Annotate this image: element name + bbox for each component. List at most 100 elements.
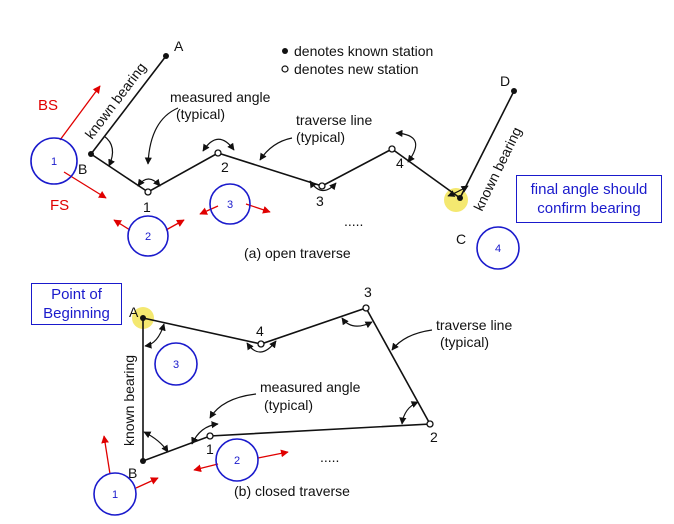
open-station-B xyxy=(88,151,94,157)
open-label-3: 3 xyxy=(316,193,324,209)
open-measured-angle-label: measured angle xyxy=(170,89,271,105)
open-traverse-line-typical: (typical) xyxy=(296,129,345,145)
final-angle-highlight xyxy=(444,188,468,212)
open-step-circle-4-text: 4 xyxy=(495,243,501,255)
open-angle-arc-1 xyxy=(137,178,161,187)
open-station-3 xyxy=(318,182,326,190)
closed-station-B xyxy=(140,458,146,464)
open-traverse-line-label: traverse line xyxy=(296,112,372,128)
closed-label-2: 2 xyxy=(430,429,438,445)
closed-step-circle-1 xyxy=(93,472,137,516)
point-of-beginning-box: Point of Beginning xyxy=(31,283,122,325)
final-angle-note-line-2: confirm bearing xyxy=(537,200,641,217)
fs-label: FS xyxy=(50,197,69,214)
closed-step-circle-2 xyxy=(215,438,259,482)
open-label-A: A xyxy=(174,38,184,54)
open-step-circle-1 xyxy=(30,137,78,185)
closed-station-1 xyxy=(206,432,214,440)
closed-angle-arc-B xyxy=(143,431,169,453)
legend-new-circle xyxy=(281,65,289,73)
open-circle-2-arrow-right xyxy=(165,219,185,231)
closed-angle-arc-4 xyxy=(246,340,277,353)
open-label-B: B xyxy=(78,161,87,177)
open-traverse-line-callout xyxy=(259,137,293,161)
open-traverse-line xyxy=(90,148,393,193)
closed-traverse-line-callout xyxy=(391,329,433,351)
open-station-A xyxy=(163,53,169,59)
closed-angle-arc-3 xyxy=(341,317,373,329)
legend-cutoff xyxy=(280,74,460,82)
closed-circle-2-arrow-left xyxy=(193,463,219,473)
open-angle-arc-3 xyxy=(309,180,337,192)
open-angle-arc-C xyxy=(447,185,469,197)
closed-step-circle-1-text: 1 xyxy=(112,489,118,501)
open-station-1 xyxy=(144,188,152,196)
open-label-4: 4 xyxy=(396,155,404,171)
closed-label-B: B xyxy=(128,465,137,481)
open-circle-3-arrow-left xyxy=(199,205,219,215)
closed-station-4 xyxy=(257,340,265,348)
closed-label-3: 3 xyxy=(364,284,372,300)
open-known-bearing-line-CD xyxy=(459,90,515,199)
closed-step-circle-2-text: 2 xyxy=(234,455,240,467)
closed-known-bearing-label: known bearing xyxy=(121,355,137,446)
open-station-4 xyxy=(388,145,396,153)
open-station-C xyxy=(457,195,463,201)
legend-known-dot xyxy=(282,48,288,54)
closed-measured-angle-label: measured angle xyxy=(260,379,361,395)
closed-caption: (b) closed traverse xyxy=(234,483,350,499)
open-step-circle-4 xyxy=(476,226,520,270)
closed-station-3 xyxy=(362,304,370,312)
final-angle-note-box: final angle should confirm bearing xyxy=(516,175,662,223)
open-known-bearing-line-AB xyxy=(90,55,167,155)
open-label-C: C xyxy=(456,231,466,247)
bs-arrow xyxy=(59,85,101,141)
closed-angle-arc-A xyxy=(144,323,166,349)
closed-label-4: 4 xyxy=(256,323,264,339)
bs-label: BS xyxy=(38,97,58,114)
closed-traverse-line-typical: (typical) xyxy=(440,334,489,350)
closed-circle-2-arrow-right xyxy=(257,449,289,459)
open-step-circle-1-text: 1 xyxy=(51,156,57,168)
closed-station-A xyxy=(140,315,146,321)
open-measured-angle-typical: (typical) xyxy=(176,106,225,122)
closed-traverse: 3 4 2 1 B A known bearing measured angle… xyxy=(121,284,512,499)
open-label-2: 2 xyxy=(221,159,229,175)
closed-station-2 xyxy=(426,420,434,428)
open-step-circle-3-text: 3 xyxy=(227,199,233,211)
open-circle-2-arrow-left xyxy=(113,219,131,231)
closed-step-circle-3-text: 3 xyxy=(173,359,179,371)
closed-measured-angle-callout xyxy=(209,393,257,419)
open-station-D xyxy=(511,88,517,94)
open-caption: (a) open traverse xyxy=(244,245,351,261)
open-continuation-dots: ..... xyxy=(344,213,363,229)
open-label-1: 1 xyxy=(143,199,151,215)
open-known-bearing-left-label: known bearing xyxy=(82,59,150,141)
closed-label-A: A xyxy=(129,304,139,320)
closed-continuation-dots: ..... xyxy=(320,449,339,465)
open-station-2 xyxy=(214,149,222,157)
open-step-circle-2-text: 2 xyxy=(145,231,151,243)
point-of-beginning-line-1: Point of xyxy=(51,286,102,303)
final-angle-note-line-1: final angle should xyxy=(530,181,648,198)
closed-measured-angle-typical: (typical) xyxy=(264,397,313,413)
closed-angle-arc-1 xyxy=(191,421,219,445)
closed-label-1: 1 xyxy=(206,441,214,457)
closed-traverse-line-label: traverse line xyxy=(436,317,512,333)
open-angle-arc-2 xyxy=(202,138,235,152)
legend-known-text: denotes known station xyxy=(294,43,433,59)
legend-new-text: denotes new station xyxy=(294,61,419,77)
open-step-circle-2 xyxy=(127,215,169,257)
closed-circle-1-arrow-right xyxy=(135,477,159,489)
open-angle-arc-B xyxy=(103,135,115,167)
blue-step-circles: 1 2 3 4 3 2 1 xyxy=(30,137,520,516)
closed-step-circle-3 xyxy=(154,342,198,386)
open-angle-arc-4 xyxy=(395,129,417,163)
red-annotations: BS FS xyxy=(38,85,289,489)
closed-circle-1-arrow-up xyxy=(101,435,111,475)
open-label-D: D xyxy=(500,73,510,89)
open-measured-angle-callout xyxy=(144,107,179,165)
open-step-circle-3 xyxy=(209,183,251,225)
